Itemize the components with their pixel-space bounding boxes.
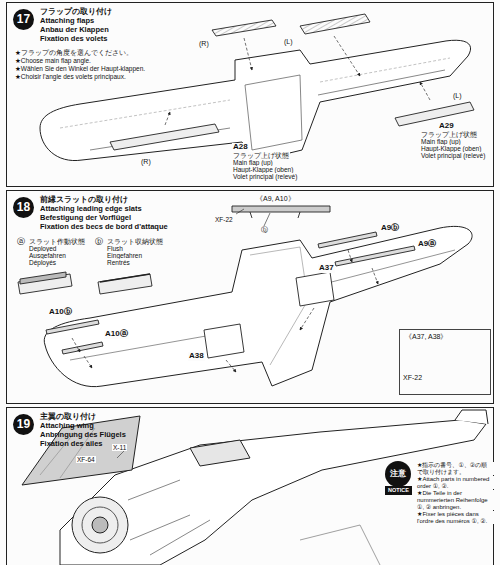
drawing-stroke — [128, 480, 210, 555]
callout-text: (R) — [140, 158, 152, 166]
drawing-stroke — [40, 40, 471, 162]
drawing-stroke — [110, 124, 219, 150]
paint-inset-box: 《A37, A38》 XF-22 — [399, 329, 491, 395]
callout-text: ⓑ — [94, 238, 104, 247]
part-number: A10ⓑ — [48, 308, 73, 317]
step-title: Anbau der Klappen — [40, 26, 109, 34]
drawing-stroke — [165, 112, 170, 125]
callout-text: Volet principal (relevé) — [420, 152, 486, 159]
drawing-stroke — [334, 36, 360, 76]
part-number: A10ⓐ — [104, 330, 129, 339]
drawing-stroke — [90, 70, 445, 150]
callout-text: ⓐ — [16, 238, 26, 247]
drawing-stroke — [100, 274, 150, 282]
drawing-stroke — [72, 250, 378, 372]
drawing-stroke — [348, 250, 352, 262]
drawing-stroke — [335, 246, 415, 266]
drawing-stroke — [204, 324, 244, 358]
callout-text: XF-22 — [214, 216, 234, 223]
callout-text: ⓑ — [260, 226, 269, 234]
drawing-stroke — [20, 272, 66, 284]
drawing-stroke — [250, 247, 308, 365]
step-title: フラップの取り付け — [40, 8, 112, 16]
drawing-stroke — [226, 360, 236, 372]
drawing-stroke — [212, 20, 276, 36]
note-text: ★Attach parts in numbered order ①, ②. — [416, 476, 494, 489]
flap-parts — [110, 14, 474, 150]
step-title: 前縁スラットの取り付け — [40, 196, 128, 204]
drawing-stroke — [385, 461, 411, 487]
part-number: A38 — [188, 352, 205, 361]
drawing-stroke — [62, 342, 103, 354]
callout-text: XF-64 — [76, 456, 96, 463]
step-title: 主翼の取り付け — [40, 413, 96, 421]
part-number: 注意 — [390, 470, 406, 479]
step-title: Fixation des volets — [40, 35, 108, 43]
drawing-stroke — [300, 525, 380, 565]
step-title: Attaching leading edge slats — [40, 205, 142, 213]
step-title: Fixation des becs de bord d'attaque — [40, 223, 168, 231]
drawing-stroke — [98, 274, 152, 294]
drawing-stroke — [22, 416, 140, 485]
callout-text: X-11 — [112, 444, 127, 451]
drawing-stroke — [70, 250, 455, 360]
drawing-stroke — [236, 209, 270, 226]
drawing-stroke — [385, 486, 412, 495]
drawing-stroke — [72, 338, 80, 352]
part-number: A29 — [438, 122, 455, 131]
drawing-stroke — [300, 14, 370, 34]
drawing-stroke — [165, 36, 430, 125]
drawing-stroke — [250, 212, 300, 218]
step-title: Anbringung des Flügels — [40, 431, 126, 439]
step-title: Attaching wing — [40, 422, 94, 430]
callout-text: Déployés — [28, 259, 57, 266]
part-number: A9ⓑ — [380, 224, 400, 233]
callout-text: (L) — [283, 38, 294, 46]
drawing-stroke — [372, 268, 378, 284]
callout-text: ★Wählen Sie den Winkel der Haupt-klappen… — [14, 65, 146, 72]
drawing-stroke — [420, 82, 430, 100]
callout-text: ★Choose main flap angle. — [14, 57, 92, 64]
drawing-stroke — [318, 232, 377, 248]
part-number: NOTICE — [388, 487, 409, 493]
step-number: 18 — [13, 197, 34, 218]
part-number: A28 — [232, 143, 249, 152]
drawing-stroke — [84, 356, 92, 368]
step-panel: 18 前縁スラットの取り付けAttaching leading edge slat… — [6, 190, 494, 404]
callout-text: 《A9, A10》 — [255, 195, 296, 203]
drawing-stroke — [190, 440, 250, 466]
callout-text: (R) — [198, 40, 210, 48]
drawing-stroke — [395, 102, 474, 126]
step-title: Fixation des ailes — [40, 440, 103, 448]
step-title: Befestigung der Vorflügel — [40, 214, 131, 222]
drawing-stroke — [296, 272, 334, 306]
part-number: A9ⓐ — [417, 240, 437, 249]
drawing-stroke — [82, 507, 118, 543]
step-title: Attaching flaps — [40, 17, 94, 25]
step-number: 19 — [13, 414, 34, 435]
part-label: XF-22 — [402, 374, 423, 382]
note-text: ★指示の番号、①、②の順で取り付けます。 — [416, 462, 494, 475]
drawing-stroke — [244, 38, 252, 70]
callout-text: (L) — [452, 92, 463, 100]
drawing-stroke — [92, 517, 108, 533]
drawing-stroke — [72, 497, 128, 553]
drawing-stroke — [300, 308, 314, 330]
wing-underside — [40, 40, 471, 162]
callout-text: ★Choisir l'angle des volets principaux. — [14, 73, 127, 80]
callout-text: Volet principal (relevé) — [232, 173, 298, 180]
drawing-stroke — [117, 450, 125, 458]
drawing-stroke — [232, 206, 330, 212]
part-label: 《A37, A38》 — [404, 333, 448, 341]
drawing-stroke — [46, 320, 99, 334]
callout-text: Rentrés — [106, 259, 131, 266]
drawing-stroke — [455, 410, 488, 424]
note-text: ★Die Teile in der nummerierten Reihenfol… — [416, 490, 494, 510]
note-text: ★Fixer les pièces dans l'ordre des numér… — [416, 511, 494, 524]
callout-text: ★フラップの角度を選んでください。 — [14, 49, 134, 56]
part-number: A37 — [318, 264, 335, 273]
step-number: 17 — [13, 9, 34, 30]
